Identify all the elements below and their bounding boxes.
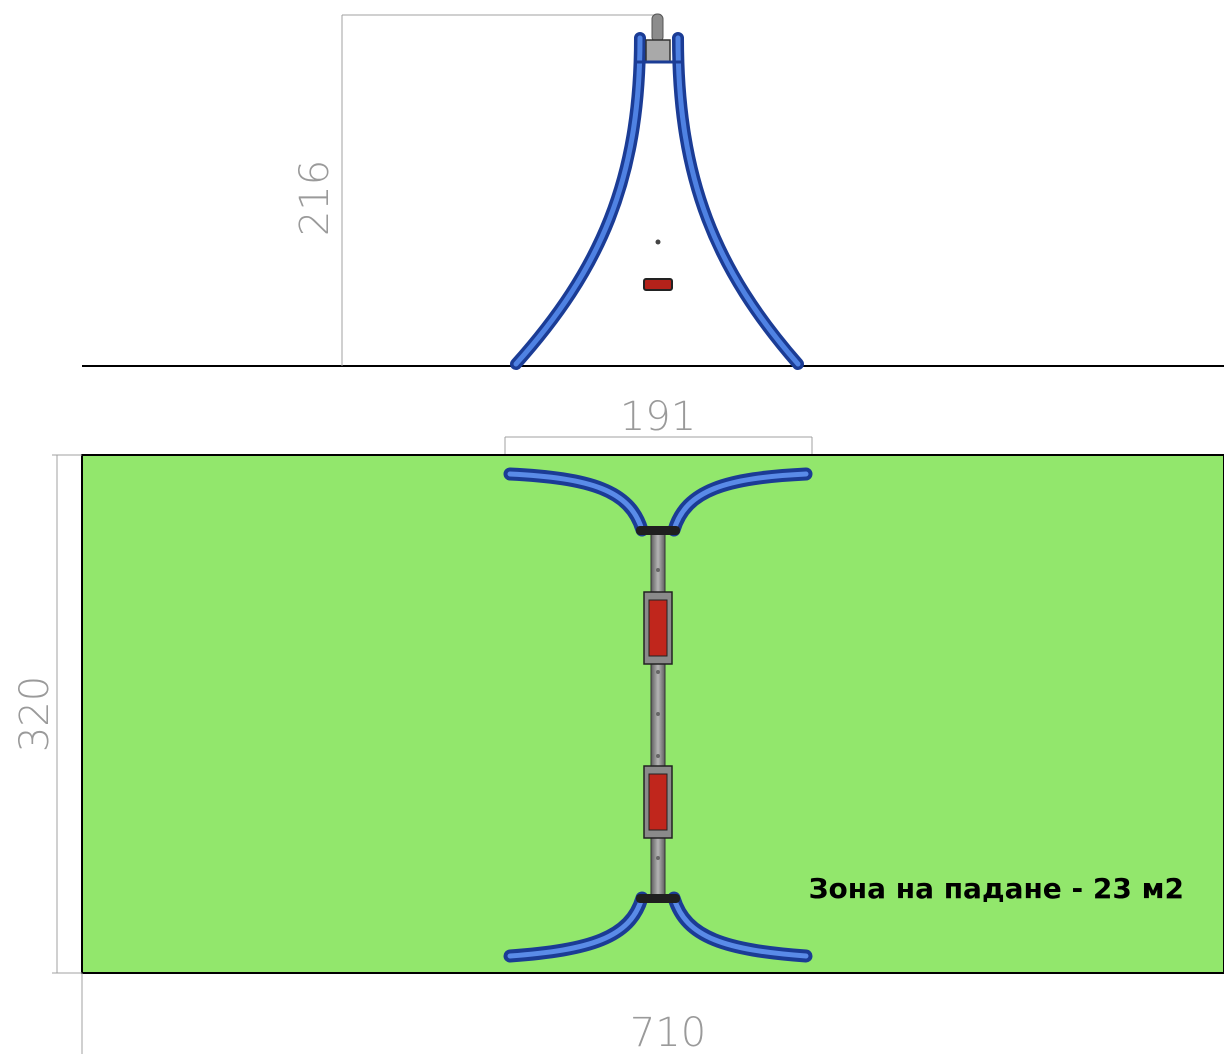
height-dimension bbox=[341, 14, 655, 366]
frame-legs bbox=[510, 32, 804, 370]
axle-post bbox=[651, 13, 664, 43]
frame-legs-top bbox=[503, 467, 813, 537]
width-dimension bbox=[52, 454, 82, 974]
height-dimension-label: 216 bbox=[292, 160, 338, 236]
width-dimension-label: 320 bbox=[12, 676, 58, 752]
span-dimension-label: 191 bbox=[620, 394, 696, 440]
length-dimension-label: 710 bbox=[630, 1010, 706, 1054]
seat-lower bbox=[643, 765, 673, 839]
axle-block bbox=[645, 39, 671, 63]
seat-upper bbox=[643, 591, 673, 665]
side-elevation: 216 bbox=[82, 13, 1224, 370]
plan-view: 191 320 710 bbox=[12, 394, 1224, 1054]
seat-side bbox=[643, 278, 673, 291]
frame-legs-bottom bbox=[503, 891, 813, 963]
fall-zone-label: Зона на падане - 23 м2 bbox=[809, 872, 1184, 905]
bolt bbox=[655, 239, 661, 245]
